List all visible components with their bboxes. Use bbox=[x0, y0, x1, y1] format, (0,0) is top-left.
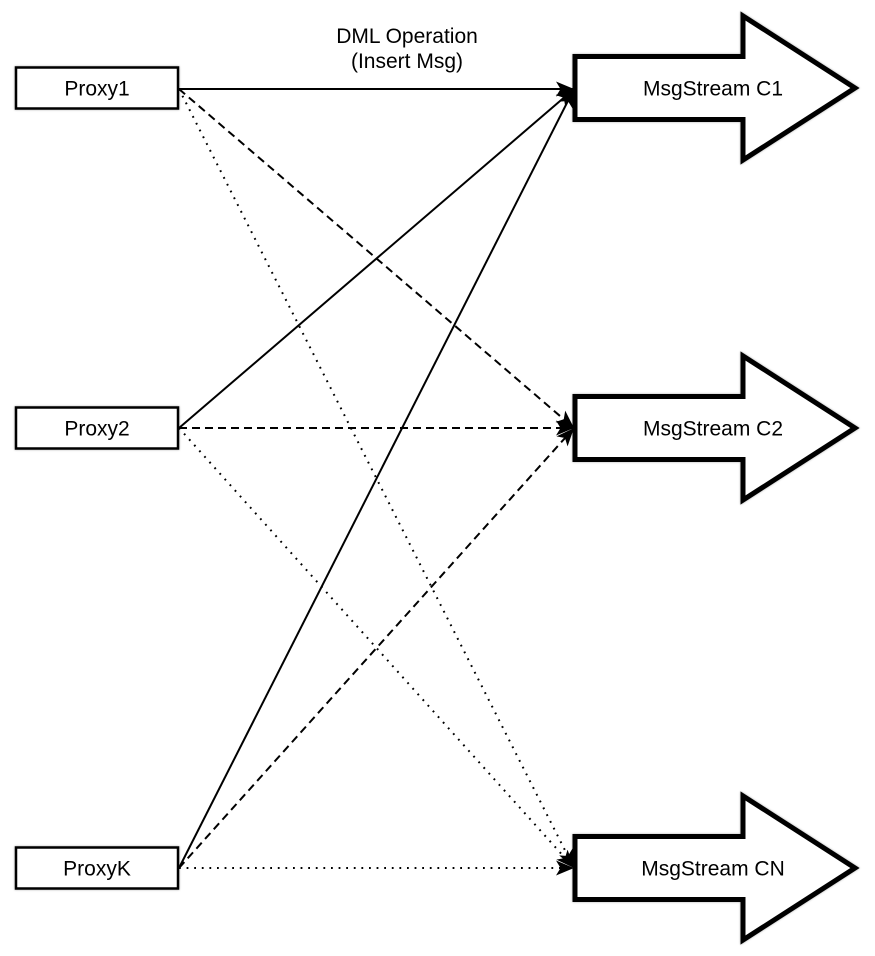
proxy-node-1: Proxy1 bbox=[14, 66, 180, 110]
msgstream-label-c2: MsgStream C2 bbox=[643, 418, 783, 441]
edge-proxy1-to-msgstream-cn bbox=[178, 88, 575, 869]
msgstream-label-cn: MsgStream CN bbox=[641, 858, 785, 881]
proxy-box-shape-k bbox=[14, 846, 180, 890]
edge-proxy2-to-msgstream-cn bbox=[178, 427, 575, 869]
msgstream-node-c2: MsgStream C2 bbox=[572, 351, 860, 505]
proxy-node-2: Proxy2 bbox=[14, 406, 180, 450]
proxy-label-2: Proxy2 bbox=[64, 418, 129, 441]
proxy-node-k: ProxyK bbox=[14, 846, 180, 890]
msgstream-arrow-shape-c1 bbox=[572, 11, 860, 165]
msgstream-node-cn: MsgStream CN bbox=[572, 791, 860, 945]
msgstream-node-c1: MsgStream C1 bbox=[572, 11, 860, 165]
edge-proxyk-to-msgstream-c2 bbox=[178, 427, 575, 869]
proxy-label-1: Proxy1 bbox=[64, 78, 129, 101]
edge-title-line2: (Insert Msg) bbox=[351, 50, 463, 73]
edge-proxy2-to-msgstream-c1 bbox=[178, 88, 575, 429]
edge-title-line1: DML Operation bbox=[336, 25, 478, 48]
proxy-box-shape-1 bbox=[14, 66, 180, 110]
edge-proxyk-to-msgstream-c1 bbox=[178, 88, 575, 869]
proxy-label-k: ProxyK bbox=[63, 858, 131, 881]
msgstream-arrow-shape-c2 bbox=[572, 351, 860, 505]
msgstream-label-c1: MsgStream C1 bbox=[643, 78, 783, 101]
msgstream-arrow-shape-cn bbox=[572, 791, 860, 945]
proxy-box-shape-2 bbox=[14, 406, 180, 450]
edge-layer bbox=[178, 81, 575, 876]
